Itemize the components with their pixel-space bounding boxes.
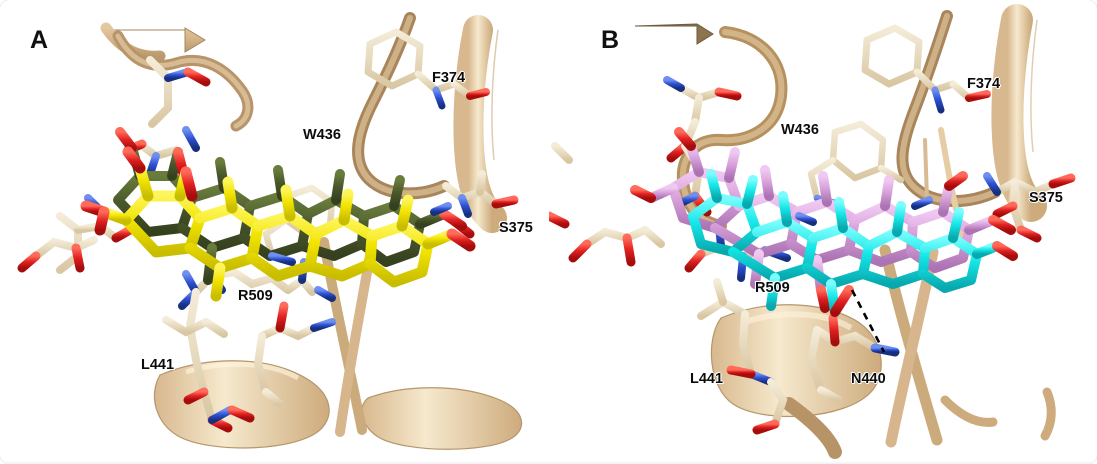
label-r509-panel-b: R509	[755, 280, 790, 296]
residue-s375-sticks-b	[983, 172, 1076, 243]
panel-b: B W436 F374 S375 R509 N440 L441	[549, 0, 1097, 464]
label-w436-panel-a: W436	[303, 127, 341, 143]
label-w436-panel-b: W436	[781, 122, 819, 138]
protein-helix-b-right	[991, 4, 1047, 222]
panel-a-letter: A	[30, 26, 49, 54]
residue-sticks-b-left	[568, 226, 665, 267]
protein-nitrogen-caps-b	[795, 196, 933, 226]
protein-nitrogen-caps	[268, 202, 452, 302]
residue-n440-sticks	[806, 313, 900, 404]
panel-b-letter: B	[601, 26, 620, 54]
ligand-cyan	[688, 169, 1002, 317]
ligand-plum-oxygens	[630, 127, 1016, 313]
protein-ribbon-coil-right	[352, 12, 450, 200]
protein-ribbon-coil-upper	[112, 30, 254, 132]
ligand-yellow	[98, 162, 458, 302]
label-s375-panel-b: S375	[1029, 190, 1063, 206]
ligand-cyan-oxygens	[830, 241, 1018, 317]
panel-a: A W436 F374 S375 R509 L441	[17, 12, 533, 450]
label-f374-panel-a: F374	[432, 70, 466, 86]
protein-helix-right	[453, 15, 507, 233]
label-n440-panel-b: N440	[851, 371, 886, 387]
protein-ribbon-strand-b	[634, 23, 714, 45]
label-l441-panel-b: L441	[690, 371, 724, 387]
residue-f374-sticks	[364, 28, 490, 110]
protein-coil-b-tail	[940, 395, 998, 427]
label-f374-panel-b: F374	[967, 76, 1001, 92]
residue-l441-sticks-b	[697, 278, 788, 435]
residue-backbone-upperleft	[17, 236, 98, 273]
hydrogen-bond-dashed	[850, 289, 886, 353]
residue-l441-sticks	[162, 301, 336, 423]
protein-helix-lower	[153, 360, 330, 449]
residue-f374-sticks-b	[861, 24, 991, 114]
protein-helix-lower-right	[361, 387, 523, 450]
label-s375-panel-a: S375	[499, 220, 533, 236]
protein-helix-b-lower	[710, 304, 882, 459]
protein-coil-b-farright	[1040, 387, 1056, 441]
panel-b-molecular-graphic	[549, 4, 1076, 459]
label-r509-panel-a: R509	[238, 288, 273, 304]
label-l441-panel-a: L441	[141, 357, 175, 373]
panel-a-molecular-graphic	[17, 12, 523, 450]
ligand-yellow-oxygens	[80, 146, 476, 252]
